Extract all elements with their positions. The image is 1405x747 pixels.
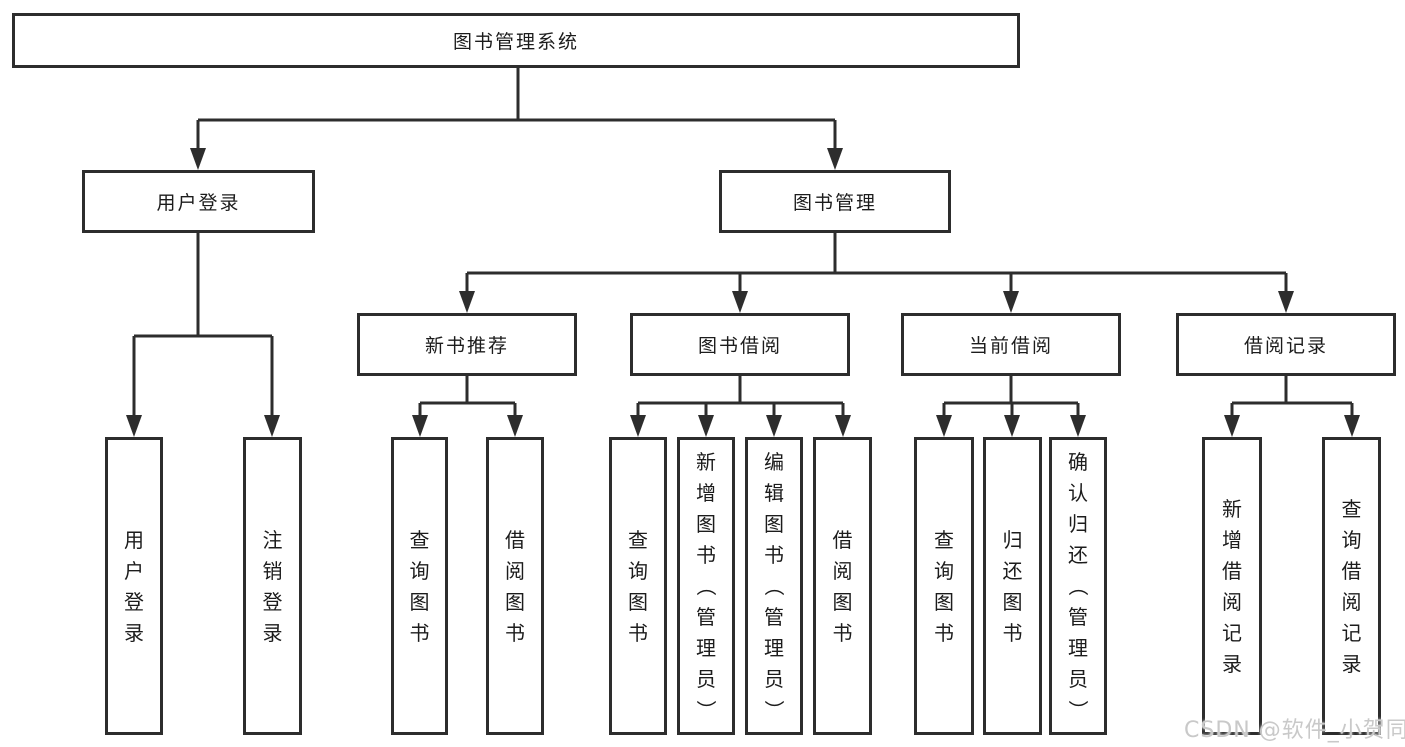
node-book-management-label: 图书管理 — [792, 192, 877, 214]
arrowhead-icon — [1003, 291, 1019, 313]
arrowhead-icon — [459, 291, 475, 313]
arrowhead-icon — [412, 415, 428, 437]
leaf-confirm-return-admin-label: 确认归还（管理员） — [1066, 450, 1090, 720]
arrowhead-icon — [126, 415, 142, 437]
leaf-query-books-borrow-label: 查询图书 — [628, 527, 648, 645]
arrowhead-icon — [190, 148, 206, 170]
node-book-borrowing: 图书借阅 — [630, 313, 850, 376]
csdn-watermark: CSDN @软件_小贺同学 — [1184, 718, 1405, 743]
leaf-edit-book-admin: 编辑图书（管理员） — [745, 437, 803, 735]
leaf-add-borrow-record: 新增借阅记录 — [1202, 437, 1262, 735]
node-new-book-recommendation-label: 新书推荐 — [424, 335, 509, 357]
leaf-edit-book-admin-label: 编辑图书（管理员） — [762, 450, 786, 720]
arrowhead-icon — [1004, 415, 1020, 437]
node-root: 图书管理系统 — [12, 13, 1020, 68]
leaf-query-books-current-label: 查询图书 — [934, 527, 954, 645]
arrowhead-icon — [1224, 415, 1240, 437]
leaf-return-books-label: 归还图书 — [1002, 527, 1023, 645]
arrowhead-icon — [1344, 415, 1360, 437]
connector-current-borrow-to-children — [936, 376, 1086, 437]
arrowhead-icon — [698, 415, 714, 437]
leaf-borrow-books-borrow: 借阅图书 — [813, 437, 872, 735]
node-current-borrowing: 当前借阅 — [901, 313, 1121, 376]
leaf-query-borrow-record: 查询借阅记录 — [1322, 437, 1381, 735]
leaf-user-login: 用户登录 — [105, 437, 163, 735]
connector-user-login-to-children — [126, 233, 280, 437]
connector-root-to-level2 — [190, 67, 843, 170]
arrowhead-icon — [264, 415, 280, 437]
node-user-login-label: 用户登录 — [156, 192, 241, 214]
node-borrowing-records-label: 借阅记录 — [1243, 335, 1328, 357]
arrowhead-icon — [835, 415, 851, 437]
node-book-management: 图书管理 — [719, 170, 951, 233]
arrowhead-icon — [1278, 291, 1294, 313]
leaf-logout-login-label: 注销登录 — [262, 527, 283, 645]
arrowhead-icon — [1070, 415, 1086, 437]
node-current-borrowing-label: 当前借阅 — [968, 335, 1053, 357]
leaf-query-books-current: 查询图书 — [914, 437, 974, 735]
arrowhead-icon — [630, 415, 646, 437]
connector-book-borrow-to-children — [630, 376, 851, 437]
leaf-borrow-books-recommend: 借阅图书 — [486, 437, 544, 735]
node-book-borrowing-label: 图书借阅 — [697, 335, 782, 357]
arrowhead-icon — [766, 415, 782, 437]
arrowhead-icon — [732, 291, 748, 313]
leaf-return-books: 归还图书 — [983, 437, 1042, 735]
leaf-confirm-return-admin: 确认归还（管理员） — [1049, 437, 1107, 735]
leaf-add-book-admin: 新增图书（管理员） — [677, 437, 735, 735]
leaf-add-book-admin-label: 新增图书（管理员） — [694, 450, 718, 720]
arrowhead-icon — [936, 415, 952, 437]
node-root-label: 图书管理系统 — [452, 31, 579, 53]
leaf-query-borrow-record-label: 查询借阅记录 — [1341, 496, 1362, 676]
arrowhead-icon — [827, 148, 843, 170]
leaf-user-login-label: 用户登录 — [124, 527, 144, 645]
arrowhead-icon — [507, 415, 523, 437]
leaf-borrow-books-recommend-label: 借阅图书 — [505, 527, 525, 645]
leaf-logout-login: 注销登录 — [243, 437, 302, 735]
leaf-query-books-borrow: 查询图书 — [609, 437, 667, 735]
node-user-login: 用户登录 — [82, 170, 315, 233]
connector-new-book-to-children — [412, 376, 523, 437]
node-borrowing-records: 借阅记录 — [1176, 313, 1396, 376]
leaf-borrow-books-borrow-label: 借阅图书 — [832, 527, 853, 645]
node-new-book-recommendation: 新书推荐 — [357, 313, 577, 376]
leaf-query-books-recommend-label: 查询图书 — [409, 527, 430, 645]
leaf-add-borrow-record-label: 新增借阅记录 — [1222, 496, 1242, 676]
leaf-query-books-recommend: 查询图书 — [391, 437, 448, 735]
connector-borrow-records-to-children — [1224, 376, 1360, 437]
connector-book-management-to-level3 — [459, 233, 1294, 313]
